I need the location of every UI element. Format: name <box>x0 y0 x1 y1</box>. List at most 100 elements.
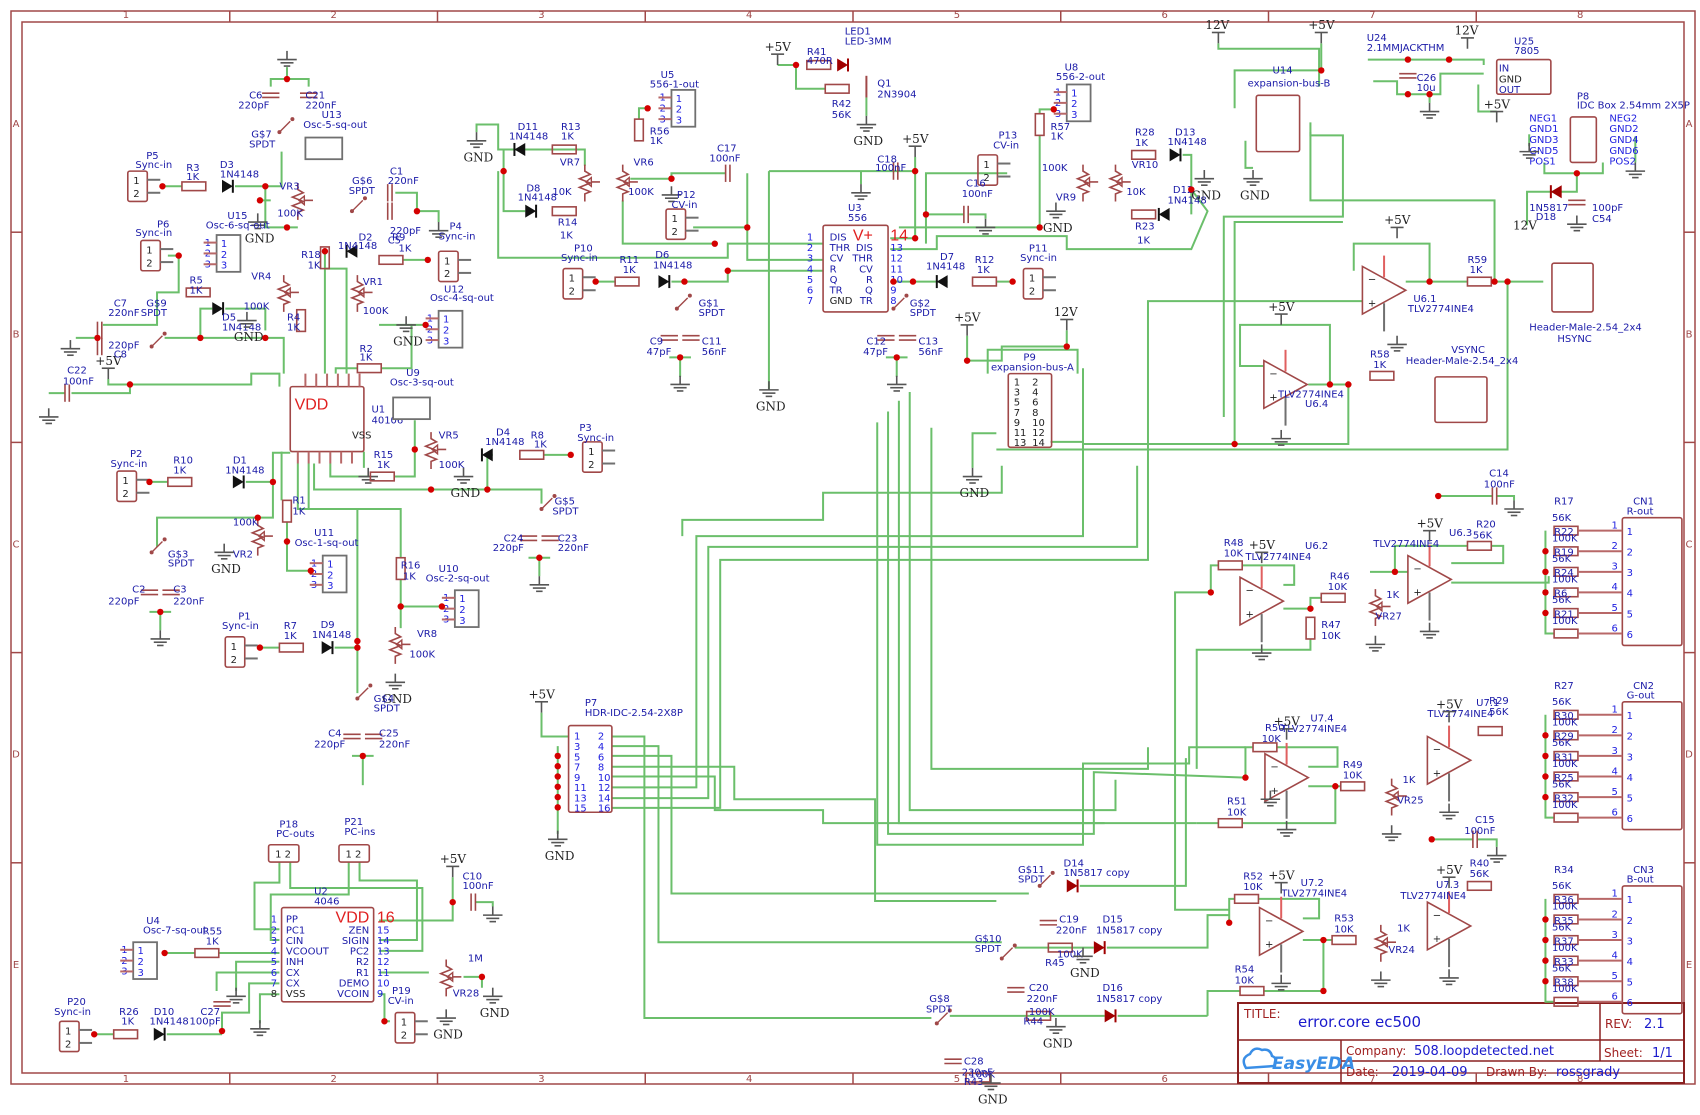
hsync-header <box>1551 262 1594 313</box>
wire <box>1309 122 1496 282</box>
c27-value: 100pF <box>190 1017 221 1028</box>
gnd-label: GND <box>451 486 481 500</box>
u25-pin-gnd: GND <box>1499 74 1522 85</box>
ground-icon <box>1439 969 1459 986</box>
p9-ref: P9 <box>1023 353 1035 364</box>
r47-ref: R47 <box>1321 620 1341 631</box>
junction-dot <box>1009 278 1016 285</box>
junction-dot <box>1231 440 1238 448</box>
c19-capacitor <box>1039 919 1058 926</box>
pin-number: 1 <box>1627 895 1633 906</box>
r4-value: 1K <box>287 322 300 333</box>
pin-number: 8 <box>598 763 604 774</box>
company-label: Company: <box>1346 1044 1406 1058</box>
cn1-resistor-ref: R21 <box>1554 609 1574 620</box>
u2-pin-label: PC1 <box>286 925 305 936</box>
junction-dot <box>427 486 435 493</box>
plus-sign: + <box>1270 786 1278 797</box>
vr10-potentiometer <box>1107 164 1131 202</box>
c24-value: 220pF <box>493 543 524 554</box>
u2-pin-label: PC2 <box>350 947 369 958</box>
u7-4-opamp: −+ <box>1264 742 1310 819</box>
u3-pin-number: 5 <box>807 275 813 286</box>
c15-capacitor <box>1472 830 1479 848</box>
cn3-top-ref: R34 <box>1554 865 1574 876</box>
ground-icon <box>1271 429 1291 446</box>
pin-number: 2 <box>1612 725 1618 736</box>
u61-value: TLV2774INE4 <box>1407 304 1474 315</box>
cn1-resistor-value: 56K <box>1552 595 1572 606</box>
pin-number: 2 <box>443 326 449 337</box>
junction-dot <box>1332 783 1339 790</box>
vr4-potentiometer <box>276 275 299 312</box>
wire <box>611 465 1139 800</box>
u6-1-opamp: −+ <box>1361 255 1408 332</box>
junction-dot <box>1491 278 1498 285</box>
junction-dot <box>283 538 291 545</box>
ground-icon <box>358 467 378 484</box>
gs3-switch <box>149 537 167 555</box>
p19-label: CV-in <box>388 996 414 1007</box>
u14-value: expansion-bus-B <box>1248 79 1331 90</box>
p5-header: 12 <box>126 170 161 203</box>
u3-pin-number: 14 <box>890 227 908 244</box>
wire <box>1283 596 1322 610</box>
c17-value: 100nF <box>709 153 740 164</box>
r7-resistor <box>278 642 305 653</box>
r2-resistor <box>356 363 383 374</box>
r46-ref: R46 <box>1330 571 1350 582</box>
junction-dot <box>254 514 261 521</box>
pin-number: 1 <box>1029 274 1035 285</box>
r14-ref: R14 <box>558 217 578 228</box>
r52-value: 10K <box>1243 882 1263 893</box>
d5-diode-icon <box>212 302 225 316</box>
pin-number: 5 <box>574 752 580 763</box>
gs4-ref: G$4 <box>374 694 394 705</box>
r40-value: 56K <box>1470 869 1490 880</box>
u6-3-opamp-ref: U6.3 <box>1449 528 1472 539</box>
u2-pin-label: CIN <box>286 936 303 947</box>
c13-value: 56nF <box>918 347 943 358</box>
d1-diode-icon <box>232 475 245 489</box>
r51-value: 10K <box>1227 807 1247 818</box>
wire <box>296 463 359 694</box>
cn3-ladder-resistor <box>1553 996 1579 1007</box>
frame-row-label: E <box>13 960 19 971</box>
vr8-value: 100K <box>409 649 435 660</box>
ground-icon <box>975 218 996 235</box>
u2-pin-number: 1 <box>271 915 277 926</box>
junction-dot <box>218 1027 226 1035</box>
wire <box>1477 838 1498 847</box>
p8-pin-label: GND6 <box>1609 146 1638 157</box>
gs11-ref: G$11 <box>1018 865 1045 876</box>
u3-pin-number: 7 <box>807 296 813 307</box>
minus-sign: − <box>1245 585 1253 596</box>
u2-pin-number: 8 <box>271 989 277 1000</box>
vr3-value: 100K <box>277 209 303 220</box>
r18-ref: R18 <box>301 250 321 261</box>
pin-number: 11 <box>1014 428 1027 439</box>
gs10-label: SPDT <box>975 944 1002 955</box>
c6-ref: C6 <box>249 91 262 102</box>
junction-dot <box>500 167 507 175</box>
c3-ref: C3 <box>173 584 186 595</box>
c1-value: 220nF <box>388 176 419 187</box>
junction-dot <box>890 278 897 285</box>
c26-value: 10u <box>1417 83 1436 94</box>
u6-2-opamp: −+ <box>1239 566 1286 643</box>
pin-number: 2 <box>327 570 333 581</box>
junction-dot <box>413 207 421 215</box>
p11-label: Sync-in <box>1020 253 1057 264</box>
cn3-value: B-out <box>1627 875 1654 886</box>
r44-resistor <box>1025 1010 1052 1021</box>
cn3-resistor-value: 56K <box>1552 922 1572 933</box>
pin-number: 1 <box>1627 527 1633 538</box>
p3-header: 12 <box>581 441 616 473</box>
r1-value: 1K <box>292 506 305 517</box>
u7-1-opamp-value: TLV2774INE4 <box>1426 709 1493 720</box>
wire <box>285 541 311 572</box>
u10-ref: U10 <box>439 564 459 575</box>
p19-ref: P19 <box>392 986 411 997</box>
cn2-resistor-value: 100K <box>1552 759 1578 770</box>
junction-dot <box>1307 605 1314 612</box>
